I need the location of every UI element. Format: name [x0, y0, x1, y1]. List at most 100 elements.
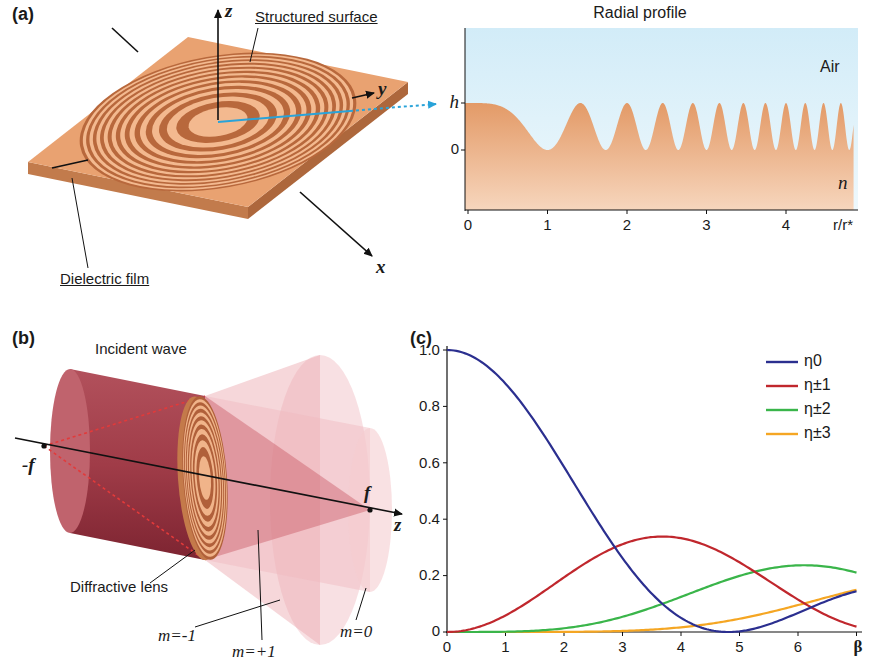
- tick-label: 6: [794, 638, 802, 655]
- tick-label: 2: [560, 638, 568, 655]
- order-label: m=+1: [232, 642, 276, 662]
- axis-line: [465, 210, 858, 211]
- beam-m-plus1: [205, 396, 370, 560]
- tick: [547, 210, 548, 214]
- legend-samples: [766, 362, 798, 434]
- tick: [443, 519, 447, 520]
- legend-line: [766, 361, 798, 363]
- tick-label: 2: [623, 216, 631, 233]
- tick: [468, 210, 469, 214]
- tick-label: 0: [432, 622, 440, 639]
- lens-ring: [192, 439, 218, 516]
- legend-text: η±3: [804, 424, 831, 442]
- optical-axis: [15, 438, 402, 514]
- panel-label: (b): [12, 328, 35, 349]
- tick: [681, 632, 682, 636]
- tick: [443, 406, 447, 407]
- tick: [443, 632, 447, 633]
- axis-label: h: [450, 91, 460, 113]
- tick: [856, 632, 857, 636]
- tick: [443, 462, 447, 463]
- plot-title: Radial profile: [593, 4, 686, 22]
- leader-line: [250, 28, 258, 62]
- tick-label: 0: [464, 216, 472, 233]
- efficiency-curves: [447, 350, 857, 632]
- legend-text: η±1: [804, 376, 831, 394]
- axis-label: z: [225, 0, 232, 22]
- lens-ring: [178, 398, 231, 559]
- legend-text: η±2: [804, 400, 831, 418]
- tick-label: 4: [782, 216, 790, 233]
- tick: [461, 103, 465, 104]
- focus-label: -f: [20, 454, 37, 476]
- region-label: n: [838, 172, 848, 194]
- leader-line: [258, 530, 262, 640]
- tick: [627, 210, 628, 214]
- z-axis: [217, 10, 219, 120]
- x-axis: [112, 28, 138, 52]
- y-axis: [352, 93, 374, 98]
- tick: [706, 210, 707, 214]
- leader-line: [356, 588, 366, 620]
- axis-label: β: [854, 637, 863, 657]
- axis-label: y: [378, 78, 386, 100]
- lens-ring: [179, 401, 230, 555]
- axis-label: x: [376, 256, 386, 278]
- tick: [798, 632, 799, 636]
- tick-label: 5: [735, 638, 743, 655]
- axis-label: z: [394, 514, 401, 536]
- tick: [443, 575, 447, 576]
- legend-line: [766, 409, 798, 411]
- axis-label: r/r*: [833, 216, 853, 233]
- order-label: m=0: [340, 622, 372, 642]
- tick-label: 0.4: [419, 510, 440, 527]
- focal-point: [41, 443, 46, 448]
- profile-pointer: [218, 111, 350, 122]
- lens-ring: [195, 447, 216, 510]
- tick-label: 4: [677, 638, 685, 655]
- order-label: m=-1: [158, 626, 196, 646]
- tick-label: 1: [501, 638, 509, 655]
- axis-line: [465, 28, 466, 211]
- legend-text: η0: [804, 352, 822, 370]
- air-region: [465, 28, 858, 210]
- tick-label: 1.0: [419, 341, 440, 358]
- tick-label: 1: [543, 216, 551, 233]
- beam-m0: [205, 396, 370, 592]
- tick: [739, 632, 740, 636]
- lens-ring: [177, 395, 232, 562]
- efficiency-curve: [447, 537, 857, 632]
- tick-label: 0.8: [419, 397, 440, 414]
- region-label: Air: [820, 58, 840, 76]
- y-axis: [52, 160, 88, 168]
- tick: [443, 350, 447, 351]
- tick-label: 0.6: [419, 454, 440, 471]
- part-label: Dielectric film: [60, 270, 149, 287]
- part-label: Structured surface: [255, 8, 378, 25]
- lens-ring: [198, 456, 213, 501]
- axis-line: [446, 346, 447, 633]
- tick-label: 0.2: [419, 566, 440, 583]
- tick-group: [468, 210, 786, 214]
- efficiency-curve: [447, 590, 857, 632]
- tick: [622, 632, 623, 636]
- tick-label: 3: [702, 216, 710, 233]
- panel-label: (a): [12, 4, 34, 25]
- legend-line: [766, 433, 798, 435]
- x-axis: [300, 192, 372, 256]
- tick-group: [443, 350, 857, 636]
- focal-point: [367, 507, 372, 512]
- efficiency-curve: [447, 350, 857, 632]
- tick: [461, 150, 465, 151]
- tick-label: 3: [618, 638, 626, 655]
- part-label: Incident wave: [95, 340, 187, 357]
- tick-label: 0: [451, 140, 459, 157]
- legend-line: [766, 385, 798, 387]
- profile-pointer: [350, 104, 436, 111]
- focus-label: f: [364, 482, 370, 504]
- leader-line: [195, 600, 280, 627]
- leader-line: [72, 178, 88, 268]
- tick-label: 0: [443, 638, 451, 655]
- profile-curve: [465, 103, 854, 210]
